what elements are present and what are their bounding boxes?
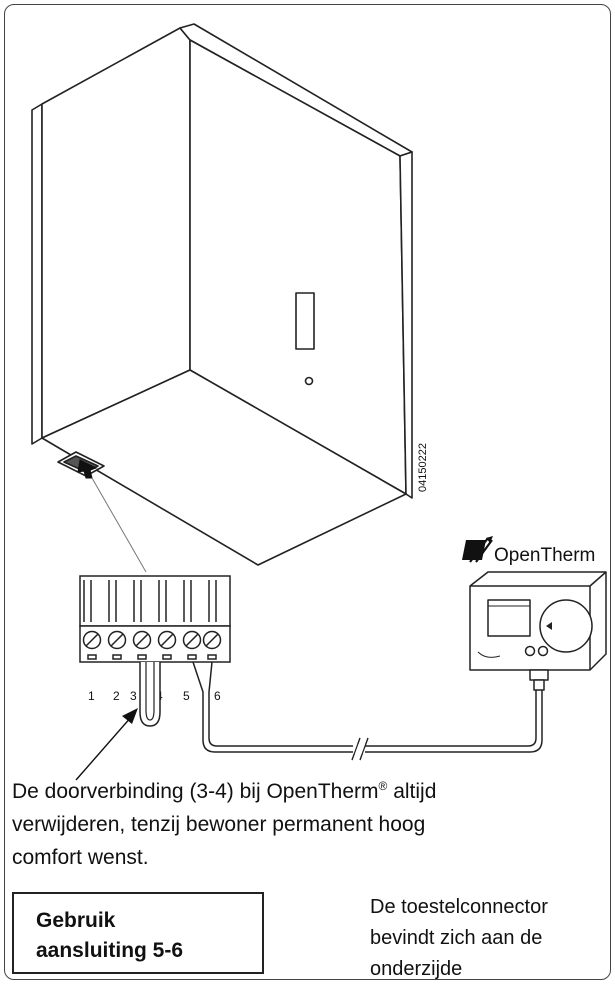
boiler-display-window bbox=[295, 292, 315, 350]
terminal-number: 3 bbox=[130, 689, 137, 703]
cable-break-mark bbox=[351, 737, 361, 761]
use-connection-box: Gebruik aansluiting 5-6 bbox=[12, 892, 264, 974]
location-line-2: bevindt zich aan de bbox=[370, 927, 543, 949]
page-frame bbox=[4, 4, 611, 980]
opentherm-cable bbox=[192, 661, 543, 761]
thermostat-cable-gland bbox=[529, 669, 549, 681]
boiler-indicator-led bbox=[304, 376, 314, 386]
terminal-slots bbox=[87, 654, 217, 660]
jumper-arrow-line bbox=[75, 715, 133, 781]
boiler-right-edge bbox=[399, 151, 413, 499]
terminal-number: 6 bbox=[214, 689, 221, 703]
thermostat-button bbox=[524, 645, 536, 657]
thermostat-display bbox=[487, 599, 531, 637]
thermostat-dial bbox=[539, 599, 593, 653]
boiler-side-panel bbox=[41, 27, 191, 439]
terminal-number: 1 bbox=[88, 689, 95, 703]
wall-plate bbox=[31, 103, 43, 445]
opentherm-brand-label: OpenTherm bbox=[494, 545, 595, 566]
terminal-number: 2 bbox=[113, 689, 120, 703]
boiler-unit bbox=[31, 23, 413, 566]
registered-mark: ® bbox=[378, 779, 388, 793]
location-line-1: De toestelconnector bbox=[370, 896, 548, 918]
note-line-2: verwijderen, tenzij bewoner permanent ho… bbox=[12, 813, 426, 836]
jumper-arrow-icon bbox=[122, 708, 138, 724]
terminal-block bbox=[79, 575, 231, 663]
note-text: De doorverbinding (3-4) bij OpenTherm bbox=[12, 780, 379, 803]
use-box-line-2: aansluiting 5-6 bbox=[36, 939, 184, 962]
connector-leader-line bbox=[91, 477, 147, 573]
opentherm-thermostat bbox=[469, 571, 607, 691]
thermostat-cable-gland-lower bbox=[533, 679, 545, 691]
location-line-3: onderzijde bbox=[370, 958, 463, 980]
dial-pointer-icon bbox=[546, 622, 552, 630]
jumper-bridge-3-4 bbox=[139, 662, 161, 727]
terminal-screws bbox=[82, 630, 222, 650]
cable-break-mark bbox=[359, 737, 369, 761]
opentherm-logo: OpenTherm bbox=[462, 536, 595, 566]
thermostat-button bbox=[537, 645, 549, 657]
figure-code: 04150222 bbox=[417, 443, 429, 492]
jumper-bridge-inner bbox=[145, 662, 155, 721]
use-box-line-1: Gebruik bbox=[36, 909, 116, 932]
terminal-block-top bbox=[79, 575, 231, 627]
terminal-separators bbox=[83, 580, 217, 622]
jumper-removal-note: De doorverbinding (3-4) bij OpenTherm® a… bbox=[12, 770, 532, 874]
terminal-number: 5 bbox=[183, 689, 190, 703]
boiler-bottom-panel bbox=[41, 369, 407, 566]
cable-break-gap bbox=[353, 744, 365, 754]
slot-pointer-icon bbox=[77, 459, 98, 479]
connector-location-note: De toestelconnector bevindt zich aan de … bbox=[370, 892, 610, 985]
note-text: altijd bbox=[387, 780, 437, 803]
note-line-1: De doorverbinding (3-4) bij OpenTherm® a… bbox=[12, 770, 532, 808]
note-line-3: comfort wenst. bbox=[12, 846, 149, 869]
